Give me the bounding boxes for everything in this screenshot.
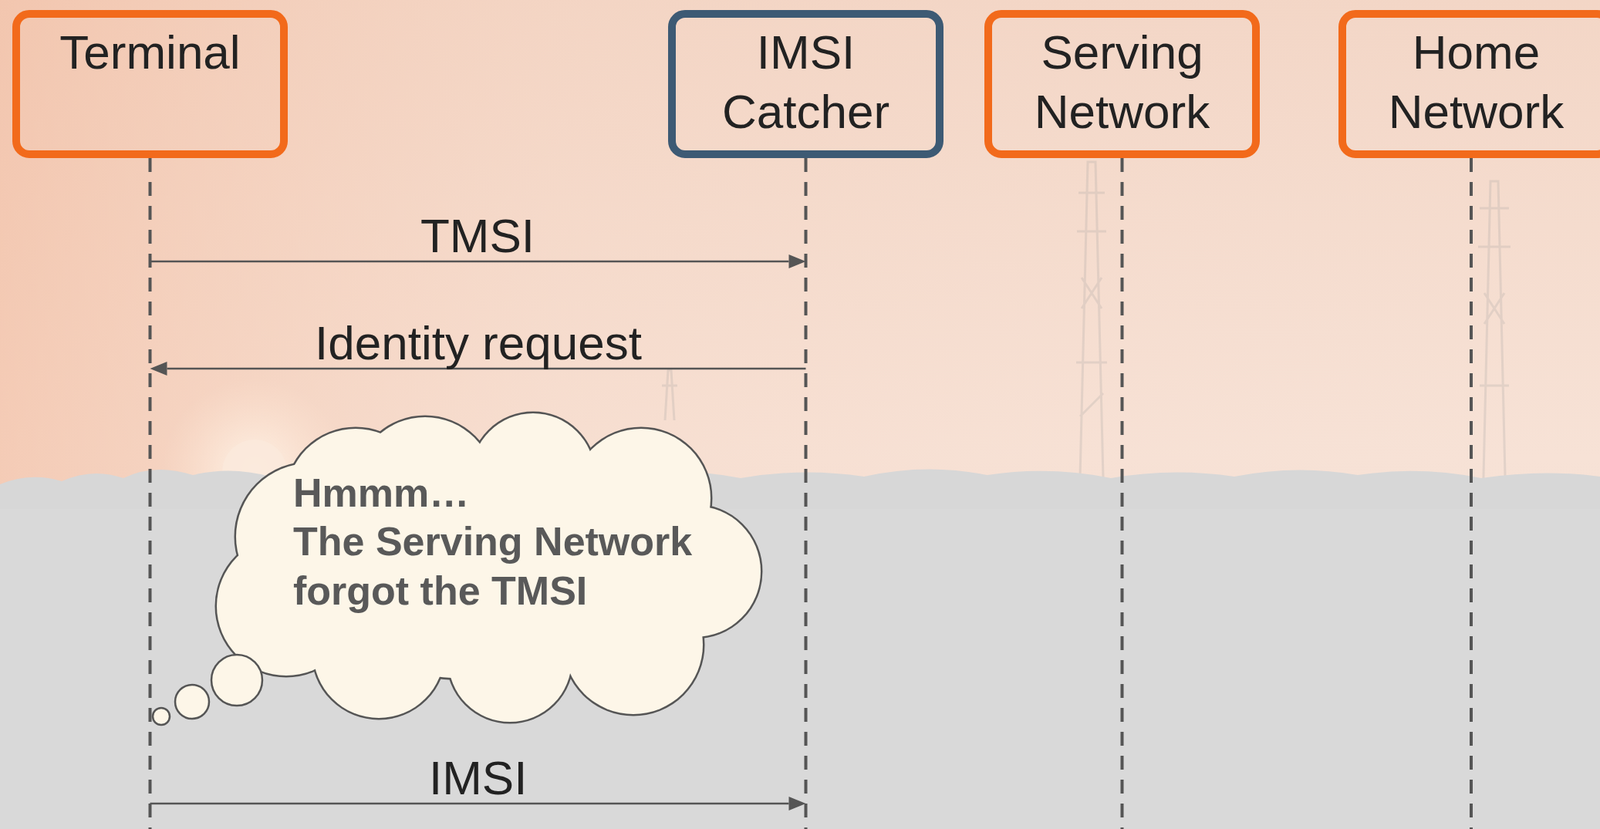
message-label: TMSI bbox=[420, 208, 535, 264]
message-label: Identity request bbox=[314, 315, 642, 371]
message-label: IMSI bbox=[428, 750, 527, 806]
lifeline bbox=[148, 158, 152, 829]
participant-name: Terminal bbox=[26, 22, 274, 82]
participant-name: Serving Network bbox=[998, 22, 1246, 142]
lifeline bbox=[1120, 158, 1125, 829]
thought-text: Hmmm… bbox=[293, 468, 726, 518]
thought-cloud: Hmmm…The Serving Network forgot the TMSI bbox=[201, 413, 763, 723]
participant-name: Home Network bbox=[1352, 22, 1600, 142]
participant-box: Home Network bbox=[1338, 10, 1600, 159]
participant-name: IMSI Catcher bbox=[681, 22, 930, 142]
cloud-outline bbox=[201, 413, 763, 723]
participant-box: Serving Network bbox=[984, 10, 1260, 159]
thought-text: The Serving Network forgot the TMSI bbox=[293, 516, 726, 616]
lifeline bbox=[1469, 158, 1473, 829]
lifeline bbox=[804, 158, 808, 829]
participant-box: IMSI Catcher bbox=[668, 10, 944, 159]
participant-box: Terminal bbox=[12, 10, 288, 159]
